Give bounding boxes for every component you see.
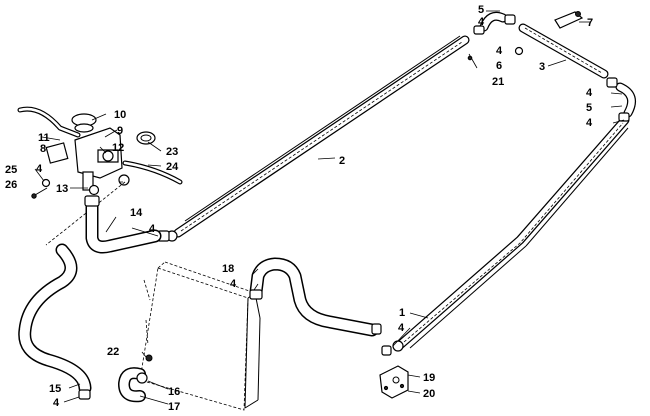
hose-16 <box>118 354 153 403</box>
rivet-21 <box>467 55 473 61</box>
callout-7: 7 <box>587 17 593 29</box>
heat-exchanger-tube-2 <box>157 35 470 242</box>
radiator <box>139 261 261 411</box>
hose-14 <box>84 195 162 254</box>
callout-2: 2 <box>339 155 345 167</box>
callout-14: 14 <box>130 207 143 219</box>
elbow-hose-5-top <box>473 11 516 35</box>
callout-25: 25 <box>5 164 17 176</box>
clamp-23 <box>136 131 156 145</box>
callout-3: 3 <box>539 61 545 73</box>
leader-lines <box>34 10 625 405</box>
callout-9: 9 <box>117 125 123 137</box>
callout-18: 18 <box>222 263 234 275</box>
callout-8: 8 <box>40 143 46 155</box>
callout-6: 6 <box>496 60 502 72</box>
callout-10: 10 <box>114 109 126 121</box>
callout-11: 11 <box>38 132 50 144</box>
dash-guide <box>45 181 127 246</box>
callout-4e: 4 <box>149 223 156 235</box>
callout-labels: 1 2 3 4 4 4 4 4 4 4 4 4 5 5 6 7 8 9 10 1… <box>5 4 593 413</box>
callout-21: 21 <box>492 76 504 88</box>
heat-exchanger-tube-1 <box>381 115 630 356</box>
callout-4f: 4 <box>230 278 237 290</box>
callout-4d: 4 <box>586 117 593 129</box>
callout-23: 23 <box>166 146 178 158</box>
callout-4g: 4 <box>398 322 405 334</box>
callout-15: 15 <box>49 383 61 395</box>
overflow-hose-11 <box>17 106 81 138</box>
elbow-hose-5-right <box>606 77 637 122</box>
callout-17: 17 <box>168 401 180 413</box>
nipple-22 <box>145 354 153 362</box>
callout-13: 13 <box>56 183 68 195</box>
callout-5b: 5 <box>586 102 592 114</box>
callout-4i: 4 <box>36 163 43 175</box>
callout-22: 22 <box>107 346 119 358</box>
callout-24: 24 <box>166 161 179 173</box>
callout-4h: 4 <box>53 397 60 409</box>
bracket-19 <box>379 365 409 399</box>
bolt-25-26 <box>31 178 51 199</box>
coolant-reservoir <box>45 113 130 196</box>
callout-4b: 4 <box>496 45 503 57</box>
hose-15 <box>18 243 92 400</box>
hose-18 <box>249 257 382 337</box>
clamp-6 <box>514 46 524 56</box>
callout-20: 20 <box>423 388 435 400</box>
callout-12: 12 <box>112 142 124 154</box>
callout-19: 19 <box>423 372 435 384</box>
callout-4c: 4 <box>586 87 593 99</box>
callout-26: 26 <box>5 179 17 191</box>
vent-hose-24 <box>122 160 183 185</box>
heat-exchanger-tube-3 <box>518 23 609 79</box>
callout-4a: 4 <box>478 16 485 28</box>
callout-16: 16 <box>168 386 180 398</box>
bracket-7 <box>554 11 584 29</box>
callout-1: 1 <box>399 307 405 319</box>
callout-5a: 5 <box>478 4 484 16</box>
